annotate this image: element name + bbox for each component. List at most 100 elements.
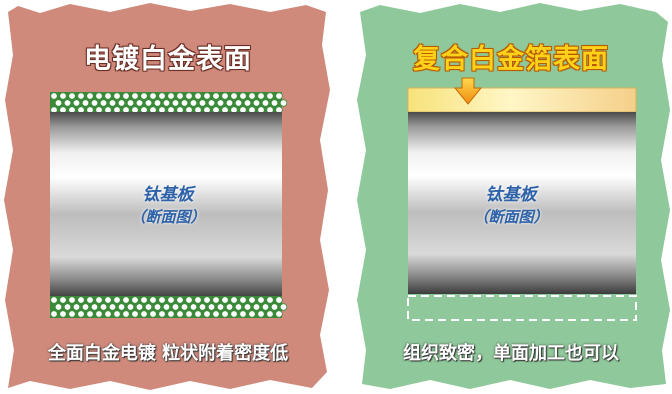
platinum-particle — [59, 296, 67, 304]
platinum-particle — [167, 310, 175, 318]
platinum-particle — [185, 92, 193, 100]
platinum-particle — [248, 296, 256, 304]
panel-caption: 组织致密，单面加工也可以 — [403, 343, 619, 364]
platinum-particle — [108, 303, 117, 311]
unprocessed-side-outline — [407, 295, 637, 321]
platinum-particle — [234, 303, 243, 311]
platinum-particle — [90, 99, 99, 107]
platinum-particle — [275, 296, 283, 304]
panel-caption: 全面白金电镀 粒状附着密度低 — [47, 343, 289, 364]
platinum-particle — [149, 92, 157, 100]
panel-title: 电镀白金表面 — [84, 44, 252, 75]
platinum-particles-top — [50, 92, 288, 114]
platinum-particle — [198, 303, 207, 311]
cylinder-label: 钛基板 — [485, 185, 537, 205]
platinum-particle — [203, 296, 211, 304]
platinum-particle — [239, 310, 247, 318]
platinum-particle — [90, 303, 99, 311]
platinum-particle — [225, 303, 234, 311]
platinum-particle — [230, 310, 238, 318]
platinum-particle — [194, 310, 202, 318]
platinum-particle — [86, 296, 94, 304]
platinum-particle — [158, 296, 166, 304]
platinum-particle — [189, 303, 198, 311]
platinum-particle — [252, 99, 261, 107]
platinum-particle — [180, 303, 189, 311]
platinum-particle — [162, 303, 171, 311]
cylinder-sublabel: （断面图） — [473, 208, 549, 226]
platinum-particle — [81, 303, 90, 311]
platinum-particle — [257, 296, 265, 304]
platinum-particle — [275, 92, 283, 100]
platinum-particle — [77, 310, 85, 318]
platinum-particle — [122, 296, 130, 304]
platinum-particle — [221, 92, 229, 100]
platinum-particle — [261, 99, 270, 107]
platinum-particle — [252, 303, 261, 311]
platinum-particle — [216, 303, 225, 311]
platinum-particle — [171, 99, 180, 107]
electroplated-panel: 电镀白金表面 钛基板 （断面图） 全面白金电镀 粒状附着密度低 — [4, 3, 330, 390]
platinum-particle — [221, 296, 229, 304]
platinum-particle — [72, 303, 81, 311]
platinum-particle — [167, 296, 175, 304]
platinum-particle — [257, 310, 265, 318]
cylinder-sublabel: （断面图） — [130, 208, 206, 226]
platinum-particle — [113, 92, 121, 100]
platinum-particle — [216, 99, 225, 107]
platinum-particle — [108, 99, 117, 107]
platinum-particle — [140, 310, 148, 318]
platinum-particle — [113, 296, 121, 304]
platinum-particle — [239, 296, 247, 304]
platinum-particle — [243, 303, 252, 311]
platinum-particle — [104, 310, 112, 318]
platinum-particle — [212, 296, 220, 304]
platinum-particle — [230, 296, 238, 304]
platinum-particle — [131, 310, 139, 318]
platinum-particle — [81, 99, 90, 107]
platinum-particle — [117, 303, 126, 311]
platinum-particle — [203, 92, 211, 100]
platinum-particle — [122, 310, 130, 318]
down-arrow-icon — [453, 77, 483, 105]
platinum-particle — [266, 92, 274, 100]
platinum-particle — [50, 92, 58, 100]
platinum-particle — [212, 310, 220, 318]
platinum-particle — [126, 303, 135, 311]
platinum-particle — [176, 310, 184, 318]
platinum-particle — [158, 92, 166, 100]
platinum-foil-layer — [407, 87, 637, 113]
platinum-particle — [198, 99, 207, 107]
platinum-particle — [275, 310, 283, 318]
titanium-cylinder — [407, 77, 637, 321]
platinum-particle — [234, 99, 243, 107]
platinum-particle — [171, 303, 180, 311]
panel-title: 复合白金箔表面 — [413, 44, 609, 75]
platinum-particle — [77, 296, 85, 304]
platinum-particle — [176, 296, 184, 304]
platinum-particle — [185, 310, 193, 318]
platinum-particle — [54, 99, 63, 107]
platinum-particle — [104, 296, 112, 304]
platinum-particle — [68, 296, 76, 304]
platinum-particle — [63, 303, 72, 311]
platinum-particle — [77, 92, 85, 100]
platinum-particle — [194, 92, 202, 100]
platinum-particle — [104, 92, 112, 100]
platinum-particle — [207, 303, 216, 311]
platinum-particle — [135, 303, 144, 311]
platinum-particle — [243, 99, 252, 107]
platinum-particle — [131, 92, 139, 100]
platinum-particle — [59, 92, 67, 100]
platinum-particle — [221, 310, 229, 318]
platinum-particle — [131, 296, 139, 304]
platinum-particle — [63, 99, 72, 107]
platinum-particle — [212, 92, 220, 100]
platinum-particle — [230, 92, 238, 100]
platinum-particle — [54, 303, 63, 311]
platinum-particle — [248, 310, 256, 318]
platinum-particle — [180, 99, 189, 107]
platinum-particles-bottom — [50, 296, 288, 318]
cylinder-label: 钛基板 — [142, 185, 194, 205]
platinum-particle — [135, 99, 144, 107]
